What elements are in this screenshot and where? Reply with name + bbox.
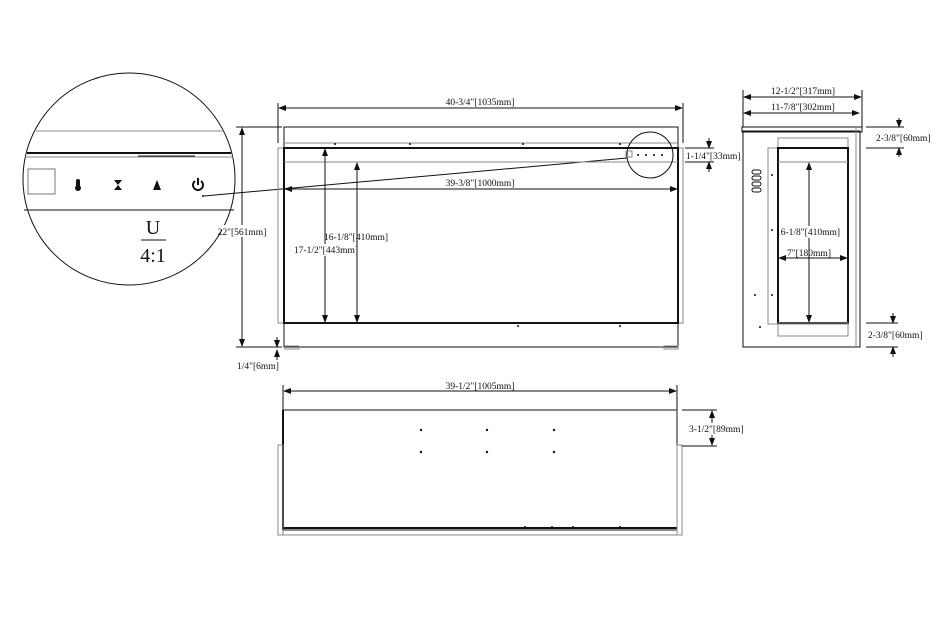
dim-body-depth: 11-7/8"[302mm] xyxy=(771,103,835,113)
dim-foot-height: 1/4"[6mm] xyxy=(237,362,279,372)
dim-overall-height: 22"[561mm] xyxy=(218,228,267,238)
dim-top-trim: 1-1/4"[33mm] xyxy=(686,152,741,162)
detail-circle xyxy=(22,72,236,286)
dim-bottom-offset: 2-3/8"[60mm] xyxy=(868,331,923,341)
dim-overall-depth: 12-1/2"[317mm] xyxy=(771,87,835,97)
dim-opening-height: 17-1/2"[443mm] xyxy=(294,246,358,256)
timer-icon xyxy=(114,180,122,190)
detail-scale: 4:1 xyxy=(140,245,166,267)
dim-flange-depth: 3-1/2"[89mm] xyxy=(689,425,744,435)
power-icon xyxy=(192,178,204,191)
dim-top-width: 39-1/2"[1005mm] xyxy=(446,382,515,392)
detail-u-callout xyxy=(626,131,674,179)
top-view: 39-1/2"[1005mm] 3-1/2"[89mm] xyxy=(277,382,744,536)
dim-opening-width: 39-3/8"[1000mm] xyxy=(446,179,515,189)
display-window xyxy=(27,168,56,195)
dim-top-offset: 2-3/8"[60mm] xyxy=(876,134,931,144)
leader-line xyxy=(203,157,628,197)
thermometer-icon xyxy=(75,179,81,191)
side-view: 12-1/2"[317mm] 11-7/8"[302mm] 2-3/8"[60m… xyxy=(741,87,931,357)
detail-view-u: U 4:1 xyxy=(22,72,628,286)
front-view: 40-3/4"[1035mm] 22"[561mm] 39-3/8"[1000m… xyxy=(218,98,741,372)
dim-viewing-height: 16-1/8"[410mm] xyxy=(324,233,388,243)
dim-firebox-depth: 7"[180mm] xyxy=(787,249,831,259)
dim-overall-width: 40-3/4"[1035mm] xyxy=(446,98,515,108)
vent-slots xyxy=(751,169,762,193)
detail-label: U xyxy=(146,217,161,239)
dim-side-viewing-height: 16-1/8"[410mm] xyxy=(776,228,840,238)
flame-icon xyxy=(153,180,161,190)
